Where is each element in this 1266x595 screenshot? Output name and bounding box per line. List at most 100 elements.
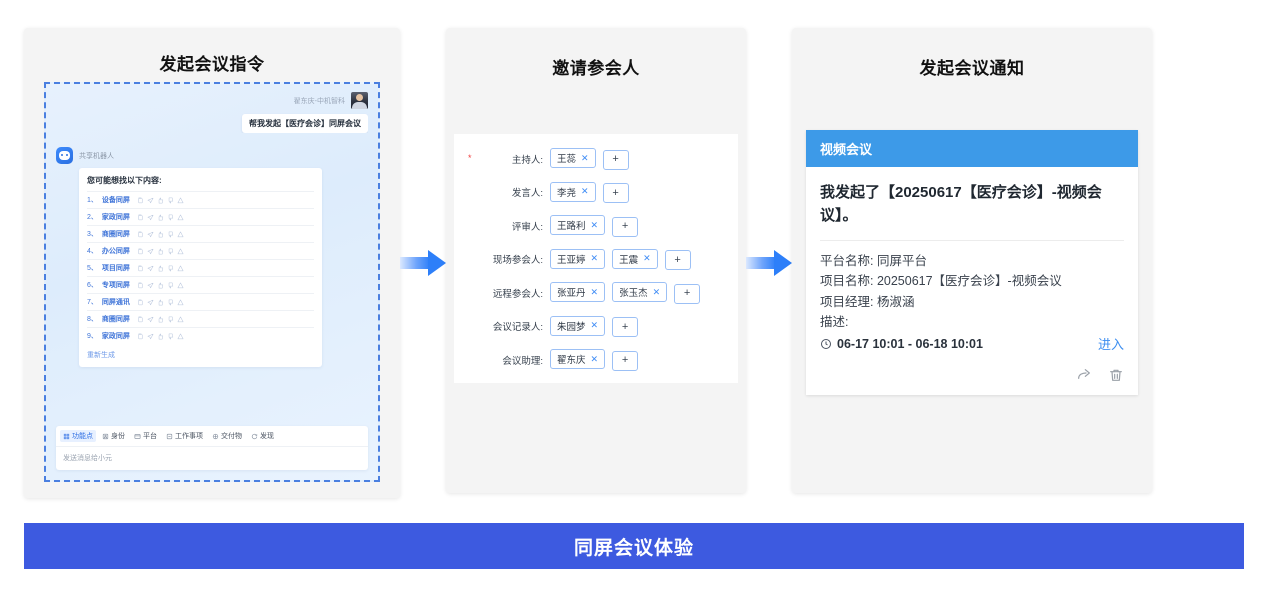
warning-icon[interactable] [177, 265, 184, 272]
enter-meeting-link[interactable]: 进入 [1097, 337, 1124, 352]
suggestion-item[interactable]: 1、设备同屏 [87, 191, 314, 208]
thumbs-down-icon[interactable] [167, 299, 174, 306]
thumbs-down-icon[interactable] [167, 248, 174, 255]
send-icon[interactable] [147, 282, 154, 289]
suggestion-item[interactable]: 5、项目同屏 [87, 259, 314, 276]
field-label: 现场参会人: [492, 255, 543, 267]
warning-icon[interactable] [177, 197, 184, 204]
copy-icon[interactable] [137, 197, 144, 204]
suggestion-item[interactable]: 7、同屏通讯 [87, 293, 314, 310]
remove-icon[interactable]: ✕ [590, 286, 599, 297]
remove-icon[interactable]: ✕ [590, 320, 599, 330]
send-icon[interactable] [147, 265, 154, 272]
copy-icon[interactable] [137, 316, 144, 323]
thumbs-down-icon[interactable] [167, 265, 174, 272]
suggestion-item[interactable]: 4、办公同屏 [87, 242, 314, 259]
remove-icon[interactable]: ✕ [590, 353, 599, 364]
remove-icon[interactable]: ✕ [581, 152, 589, 163]
thumbs-down-icon[interactable] [167, 231, 174, 238]
copy-icon[interactable] [137, 248, 144, 255]
add-participant-button[interactable]: + [664, 250, 691, 270]
tool-label: 平台 [143, 433, 157, 440]
tool-身份[interactable]: 身份 [102, 431, 125, 441]
participant-tag[interactable]: 张亚丹✕ [550, 282, 606, 302]
remove-icon[interactable]: ✕ [643, 253, 651, 263]
tool-发现[interactable]: 发现 [251, 431, 274, 441]
remove-icon[interactable]: ✕ [652, 286, 661, 297]
thumbs-up-icon[interactable] [157, 299, 164, 306]
warning-icon[interactable] [177, 282, 184, 289]
regenerate-link[interactable]: 重新生成 [87, 352, 115, 359]
warning-icon[interactable] [177, 214, 184, 221]
participant-tag[interactable]: 翟东庆✕ [550, 349, 606, 369]
share-icon[interactable] [1076, 367, 1092, 383]
warning-icon[interactable] [177, 316, 184, 323]
meeting-time: 06-17 10:01 - 06-18 10:01 [820, 337, 983, 351]
warning-icon[interactable] [177, 231, 184, 238]
send-icon[interactable] [147, 231, 154, 238]
add-participant-button[interactable]: + [612, 317, 639, 337]
send-icon[interactable] [147, 248, 154, 255]
copy-icon[interactable] [137, 333, 144, 340]
panel2-title: 邀请参会人 [552, 59, 640, 78]
warning-icon[interactable] [177, 333, 184, 340]
remove-icon[interactable]: ✕ [590, 219, 599, 230]
tool-label: 发现 [260, 433, 274, 440]
thumbs-down-icon[interactable] [167, 316, 174, 323]
add-participant-button[interactable]: + [612, 350, 639, 371]
copy-icon[interactable] [137, 214, 144, 221]
copy-icon[interactable] [137, 282, 144, 289]
suggestion-item[interactable]: 8、商圈同屏 [87, 310, 314, 327]
suggestion-item[interactable]: 3、商圈同屏 [87, 225, 314, 242]
form-row: 现场参会人: 王亚婷✕ 王震✕ + [454, 248, 738, 270]
form-row: 远程参会人:张亚丹✕张玉杰✕+ [454, 282, 738, 304]
thumbs-up-icon[interactable] [157, 197, 164, 204]
thumbs-down-icon[interactable] [167, 214, 174, 221]
send-icon[interactable] [147, 333, 154, 340]
send-icon[interactable] [147, 316, 154, 323]
tool-工作事项[interactable]: 工作事项 [166, 431, 203, 441]
delete-icon[interactable] [1108, 367, 1124, 383]
participant-tag[interactable]: 王路利✕ [550, 215, 606, 235]
tool-交付物[interactable]: 交付物 [212, 431, 242, 441]
send-icon[interactable] [147, 214, 154, 221]
remove-icon[interactable]: ✕ [581, 186, 589, 196]
thumbs-down-icon[interactable] [167, 282, 174, 289]
add-participant-button[interactable]: + [674, 283, 701, 304]
remove-icon[interactable]: ✕ [590, 253, 599, 263]
send-icon[interactable] [147, 299, 154, 306]
message-input[interactable]: 发送消息给小元 [63, 455, 112, 462]
participant-tag[interactable]: 李尧✕ [550, 181, 596, 202]
thumbs-up-icon[interactable] [157, 316, 164, 323]
participant-tag[interactable]: 朱园梦✕ [550, 315, 606, 336]
participant-tag[interactable]: 王亚婷✕ [550, 248, 606, 269]
participant-name: 张玉杰 [619, 288, 648, 299]
copy-icon[interactable] [137, 299, 144, 306]
warning-icon[interactable] [177, 248, 184, 255]
add-participant-button[interactable]: + [602, 149, 629, 170]
tool-平台[interactable]: 平台 [134, 431, 157, 441]
thumbs-up-icon[interactable] [157, 231, 164, 238]
copy-icon[interactable] [137, 265, 144, 272]
thumbs-down-icon[interactable] [167, 333, 174, 340]
thumbs-up-icon[interactable] [157, 248, 164, 255]
warning-icon[interactable] [177, 299, 184, 306]
copy-icon[interactable] [137, 231, 144, 238]
suggestion-item[interactable]: 6、专项同屏 [87, 276, 314, 293]
tool-功能点[interactable]: 功能点 [60, 430, 96, 442]
suggestion-label: 办公同屏 [101, 248, 130, 255]
thumbs-up-icon[interactable] [157, 214, 164, 221]
participant-tag[interactable]: 王蕊✕ [550, 148, 596, 168]
thumbs-up-icon[interactable] [157, 265, 164, 272]
participant-tag[interactable]: 张玉杰 ✕ [612, 282, 668, 302]
thumbs-up-icon[interactable] [157, 333, 164, 340]
add-participant-button[interactable]: + [602, 183, 629, 203]
suggestion-item[interactable]: 2、家政同屏 [87, 208, 314, 225]
send-icon[interactable] [147, 197, 154, 204]
participant-tag[interactable]: 王震✕ [612, 248, 658, 269]
add-participant-button[interactable]: + [612, 216, 639, 237]
thumbs-up-icon[interactable] [157, 282, 164, 289]
thumbs-down-icon[interactable] [167, 197, 174, 204]
suggestion-item[interactable]: 9、家政同屏 [87, 327, 314, 344]
